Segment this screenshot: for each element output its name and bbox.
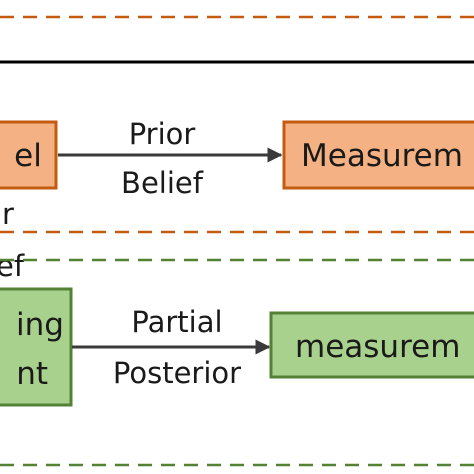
partial-posterior-label-line2: Posterior (113, 356, 241, 390)
updating-box-label-line1: ing (16, 307, 64, 343)
measurement-box-label: Measurem (301, 138, 463, 174)
clipped-text-2: ef (0, 249, 25, 283)
clipped-text-1: r (2, 197, 14, 231)
model-box-label: el (14, 138, 42, 174)
partial-posterior-label-line1: Partial (131, 305, 222, 339)
model-box (0, 120, 58, 190)
updating-box-label-line2: nt (16, 356, 48, 392)
prior-belief-label-line2: Belief (121, 166, 204, 200)
measurement-update-box-label: measurem (295, 329, 460, 365)
prior-belief-label-line1: Prior (129, 117, 196, 151)
measurement-update-box (269, 311, 474, 379)
updating-box (0, 287, 73, 407)
measurement-box (282, 120, 474, 190)
